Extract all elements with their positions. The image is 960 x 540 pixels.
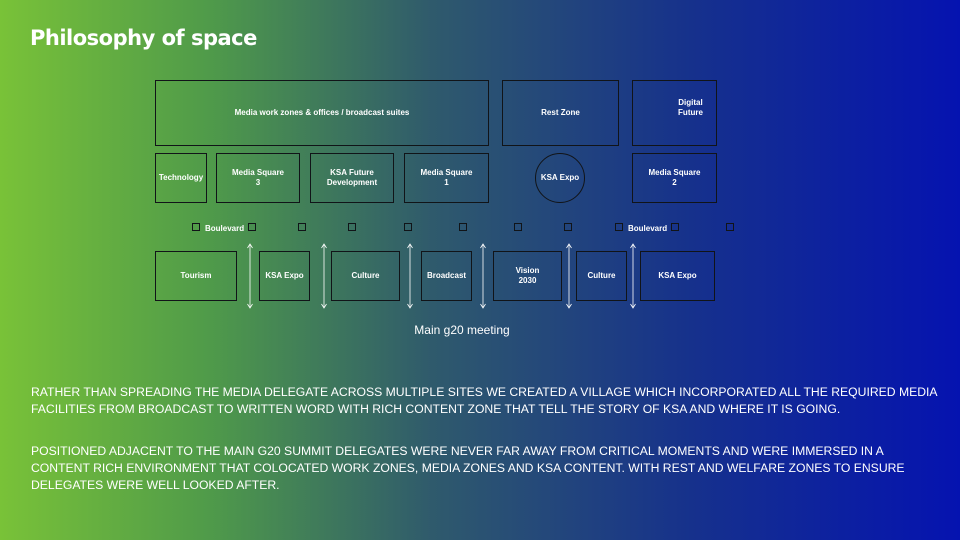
- boulevard-label-right: Boulevard: [628, 224, 668, 233]
- double-arrow-icon: [630, 243, 636, 309]
- zone-rest: Rest Zone: [502, 80, 619, 146]
- boulevard-marker: [192, 223, 200, 231]
- boulevard-marker: [298, 223, 306, 231]
- zone-ksa-future-development: KSA Future Development: [310, 153, 394, 203]
- zone-media-square-2: Media Square 2: [632, 153, 717, 203]
- zone-culture-2: Culture: [576, 251, 627, 301]
- boulevard-marker: [459, 223, 467, 231]
- zone-ksa-expo-bottom-2: KSA Expo: [640, 251, 715, 301]
- double-arrow-icon: [407, 243, 413, 309]
- description-paragraph-1: Rather than spreading the media delegate…: [31, 385, 937, 416]
- zone-media-work: Media work zones & offices / broadcast s…: [155, 80, 489, 146]
- boulevard-marker: [671, 223, 679, 231]
- boulevard-marker: [248, 223, 256, 231]
- zone-media-square-3: Media Square 3: [216, 153, 300, 203]
- zone-media-square-1: Media Square 1: [404, 153, 489, 203]
- description-paragraph-2: Positioned adjacent to the main G20 summ…: [31, 444, 905, 492]
- boulevard-label-left: Boulevard: [205, 224, 245, 233]
- boulevard-marker: [348, 223, 356, 231]
- boulevard-marker: [404, 223, 412, 231]
- double-arrow-icon: [321, 243, 327, 309]
- zone-culture-1: Culture: [331, 251, 400, 301]
- boulevard-marker: [615, 223, 623, 231]
- boulevard-marker: [726, 223, 734, 231]
- zone-digital-future: Digital Future: [632, 80, 717, 146]
- boulevard-marker: [564, 223, 572, 231]
- zone-ksa-expo-bottom-1: KSA Expo: [259, 251, 310, 301]
- zone-technology: Technology: [155, 153, 207, 203]
- page-title: Philosophy of space: [30, 26, 257, 50]
- main-meeting-label: Main g20 meeting: [414, 323, 510, 337]
- double-arrow-icon: [480, 243, 486, 309]
- zone-ksa-expo-circle: KSA Expo: [535, 153, 585, 203]
- double-arrow-icon: [247, 243, 253, 309]
- double-arrow-icon: [566, 243, 572, 309]
- boulevard-marker: [514, 223, 522, 231]
- zone-broadcast: Broadcast: [421, 251, 472, 301]
- zone-vision-2030: Vision 2030: [493, 251, 562, 301]
- zone-tourism: Tourism: [155, 251, 237, 301]
